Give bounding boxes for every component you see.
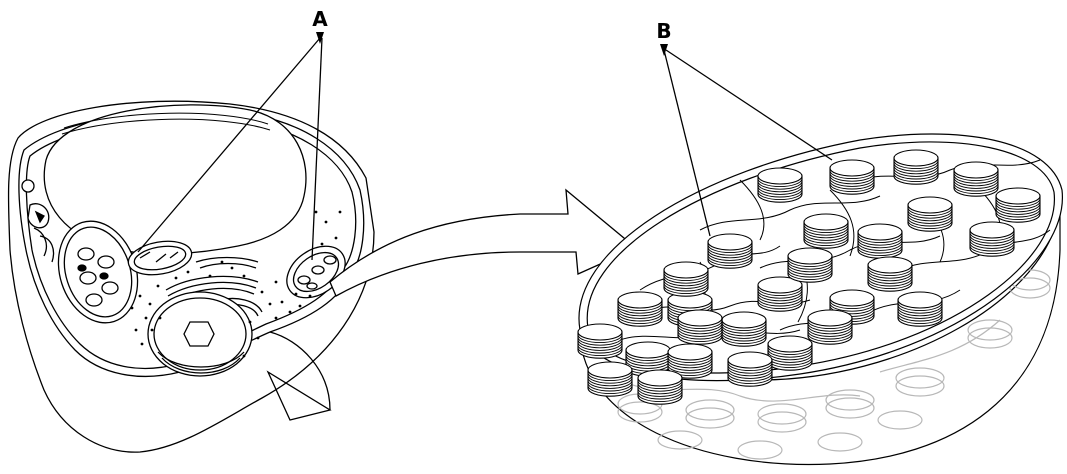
granum-stack [768,336,812,370]
granum-stack [618,292,662,326]
granum-stack [868,257,912,291]
granum-stack [996,188,1040,222]
granum-stack [708,234,752,268]
granum-stack [664,262,708,296]
granum-stack [728,352,772,386]
nucleus [148,292,252,376]
leader-b-2 [666,50,832,160]
granum-stack [970,222,1014,256]
granum-stack [908,197,952,231]
granum-stack [804,214,848,248]
granum-stack [638,370,682,404]
granum-stack [722,312,766,346]
granum-stack [894,150,938,184]
label-b: B [656,19,671,43]
label-a: A [312,7,328,31]
granum-stack [758,168,802,202]
granum-stack [678,310,722,344]
granum-stack [830,160,874,194]
granum-stack [858,224,902,258]
granum-stack [898,292,942,326]
granum-stack [578,324,622,358]
granum-stack [758,277,802,311]
granum-stack [788,248,832,282]
plant-cell [8,101,374,452]
granum-stack [588,362,632,396]
chloroplast-cutaway [578,134,1062,464]
granum-stack [954,162,998,196]
granum-stack [808,310,852,344]
